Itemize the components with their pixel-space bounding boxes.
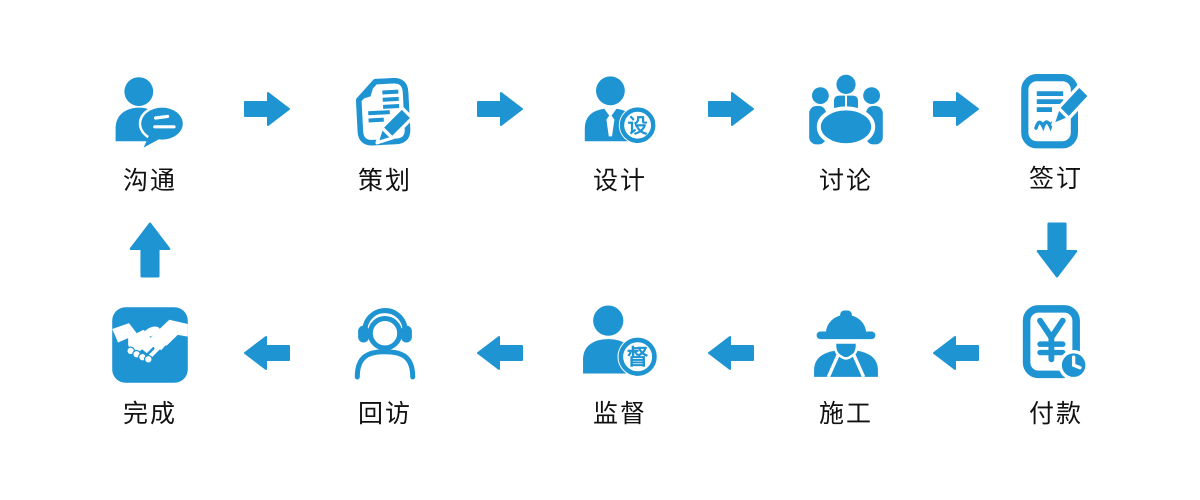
designer-badge-icon: 设	[578, 74, 662, 154]
flow-step-communication: 沟通	[108, 74, 192, 195]
flow-step-label: 讨论	[818, 167, 873, 195]
arrow-up-icon	[122, 222, 178, 278]
flow-step-design: 设 设计	[578, 74, 662, 195]
flow-step-label: 完成	[122, 400, 177, 428]
flow-step-label: 施工	[818, 400, 873, 428]
arrow-right-icon	[708, 91, 754, 127]
contract-pen-icon	[1014, 72, 1098, 152]
flow-step-follow-up: 回访	[343, 303, 427, 428]
arrow-left-icon	[708, 335, 754, 371]
flow-step-label: 设计	[592, 167, 647, 195]
flow-step-label: 沟通	[122, 167, 177, 195]
arrow-left-icon	[244, 335, 290, 371]
flow-step-discussion: 讨论	[804, 74, 888, 195]
arrow-right-icon	[477, 91, 523, 127]
handshake-icon	[108, 303, 192, 387]
flow-step-completion: 完成	[108, 303, 192, 428]
arrow-down-icon	[1029, 222, 1085, 278]
arrow-right-icon	[933, 91, 979, 127]
flow-step-construction: 施工	[804, 303, 888, 428]
supervisor-badge-icon: 督	[578, 303, 662, 387]
flow-step-label: 付款	[1028, 400, 1083, 428]
flow-step-label: 签订	[1028, 165, 1083, 193]
arrow-left-icon	[933, 335, 979, 371]
badge-char: 督	[627, 344, 649, 369]
person-chat-icon	[108, 74, 192, 154]
flow-step-label: 监督	[592, 400, 647, 428]
flow-step-payment: 付款	[1014, 303, 1098, 428]
arrow-left-icon	[477, 335, 523, 371]
flow-step-planning: 策划	[343, 74, 427, 195]
flow-step-supervision: 督 监督	[578, 303, 662, 428]
badge-char: 设	[628, 114, 648, 137]
arrow-right-icon	[244, 91, 290, 127]
headset-person-icon	[343, 303, 427, 387]
construction-worker-icon	[804, 303, 888, 387]
flow-step-signing: 签订	[1014, 72, 1098, 193]
meeting-table-icon	[804, 74, 888, 154]
flow-step-label: 策划	[357, 167, 412, 195]
flow-step-label: 回访	[357, 400, 412, 428]
payment-clock-icon	[1014, 303, 1098, 387]
document-pencil-icon	[343, 74, 427, 154]
